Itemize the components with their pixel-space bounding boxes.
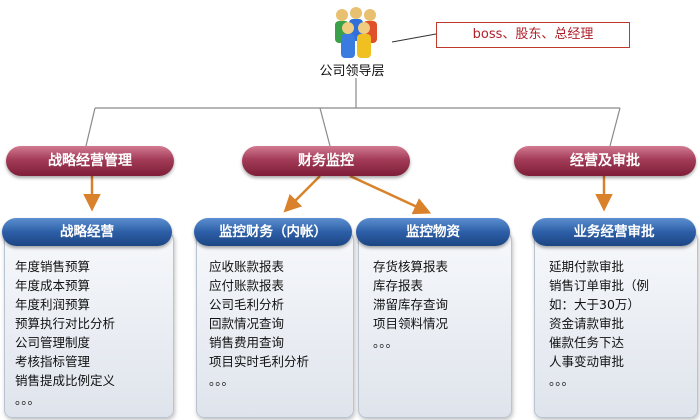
strategy-list: 年度销售预算 年度成本预算 年度利润预算 预算执行对比分析 公司管理制度 考核指… — [15, 257, 115, 409]
material-card: 存货核算报表 库存报表 滞留库存查询 项目领料情况 。。。 — [358, 232, 512, 418]
list-item: 年度利润预算 — [15, 297, 91, 312]
finance-list: 应收账款报表 应付账款报表 公司毛利分析 回款情况查询 销售费用查询 项目实时毛… — [209, 257, 309, 390]
list-item: 年度成本预算 — [15, 278, 91, 293]
callout-pointer-line — [391, 33, 437, 43]
list-item: 项目领料情况 — [373, 316, 449, 331]
finance-card: 应收账款报表 应付账款报表 公司毛利分析 回款情况查询 销售费用查询 项目实时毛… — [196, 232, 354, 418]
list-item: 。。。 — [549, 373, 575, 388]
list-item: 销售费用查询 — [209, 335, 285, 350]
list-item: 。。。 — [15, 392, 41, 407]
list-item: 公司毛利分析 — [209, 297, 285, 312]
approval-list: 延期付款审批 销售订单审批（例 如：大于30万） 资金请款审批 催款任务下达 人… — [549, 257, 649, 390]
strategy-management-node: 战略经营管理 — [6, 146, 174, 176]
list-item: 考核指标管理 — [15, 354, 91, 369]
list-item: 应收账款报表 — [209, 259, 285, 274]
approval-card: 延期付款审批 销售订单审批（例 如：大于30万） 资金请款审批 催款任务下达 人… — [534, 232, 698, 418]
list-item: 应付账款报表 — [209, 278, 285, 293]
list-item: 人事变动审批 — [549, 354, 625, 369]
list-item: 。。。 — [373, 335, 399, 350]
arrow-material — [349, 174, 432, 215]
strategy-card: 年度销售预算 年度成本预算 年度利润预算 预算执行对比分析 公司管理制度 考核指… — [4, 232, 174, 418]
list-item: 项目实时毛利分析 — [209, 354, 310, 369]
list-item: 公司管理制度 — [15, 335, 91, 350]
leadership-label: 公司领导层 — [319, 64, 385, 79]
finance-card-title: 监控财务（内帐） — [194, 218, 352, 246]
material-list: 存货核算报表 库存报表 滞留库存查询 项目领料情况 。。。 — [373, 257, 448, 352]
list-item: 滞留库存查询 — [373, 297, 449, 312]
list-item: 销售提成比例定义 — [15, 373, 116, 388]
leadership-callout: boss、股东、总经理 — [436, 22, 630, 48]
list-item: 年度销售预算 — [15, 259, 91, 274]
list-item: 资金请款审批 — [549, 316, 625, 331]
list-item: 回款情况查询 — [209, 316, 285, 331]
list-item: 延期付款审批 — [549, 259, 625, 274]
arrow-finance — [283, 175, 321, 213]
list-item: 。。。 — [209, 373, 235, 388]
list-item: 如：大于30万） — [549, 297, 640, 312]
approval-card-title: 业务经营审批 — [532, 218, 696, 246]
material-card-title: 监控物资 — [356, 218, 510, 246]
people-group-icon — [335, 7, 377, 58]
list-item: 存货核算报表 — [373, 259, 449, 274]
strategy-card-title: 战略经营 — [2, 218, 172, 246]
financial-monitoring-node: 财务监控 — [242, 146, 410, 176]
list-item: 销售订单审批（例 — [549, 278, 650, 293]
list-item: 库存报表 — [373, 278, 424, 293]
list-item: 预算执行对比分析 — [15, 316, 116, 331]
operation-approval-node: 经营及审批 — [514, 146, 696, 176]
list-item: 催款任务下达 — [549, 335, 625, 350]
